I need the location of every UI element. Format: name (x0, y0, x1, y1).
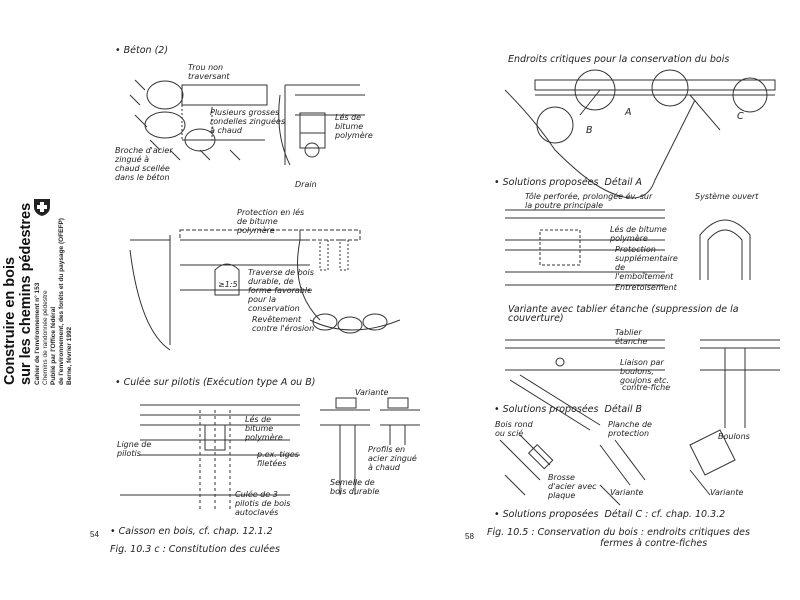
variante-tablier: Variante avec tablier étanche (suppressi… (508, 304, 739, 324)
label-variante-2: Variante (710, 488, 744, 497)
label-semelle: Semelle de bois durable (330, 478, 380, 496)
label-boulons: Boulons (718, 432, 750, 441)
marker-a: A (625, 107, 632, 118)
drawing-culee (129, 229, 401, 351)
section-pilotis: • Culée sur pilotis (Exécution type A ou… (115, 377, 316, 388)
label-variante: Variante (355, 388, 389, 397)
label-ligne-pilotis: Ligne de pilotis (117, 440, 152, 458)
section-detail-b: • Solutions proposées Détail B (494, 404, 643, 415)
label-systeme-ouvert: Système ouvert (695, 192, 759, 201)
drawing-critical-points (504, 69, 776, 199)
drawing-detail-tablier (505, 339, 780, 431)
page-number-left: 54 (90, 530, 99, 539)
label-protection-supp: Protection supplémentaire de l'emboîteme… (615, 245, 678, 281)
label-tiges: p.ex. tiges filetées (257, 450, 299, 468)
label-culee-3-pilotis: Culée de 3 pilotis de bois autoclavés (235, 490, 291, 517)
label-contre-fiche: contre-fiche (622, 383, 671, 392)
drawing-pilotis (120, 397, 420, 510)
label-drain: Drain (295, 180, 317, 189)
section-beton: • Béton (2) (115, 45, 169, 56)
caption-left: Fig. 10.3 c : Constitution des culées (110, 544, 280, 555)
marker-b: B (586, 125, 593, 136)
label-traverse: Traverse de bois durable, de forme favor… (248, 268, 314, 313)
section-detail-a: • Solutions proposées Détail A (494, 177, 643, 188)
label-trou: Trou non traversant (188, 63, 230, 81)
label-rondelles: Plusieurs grosses rondelles zinguées à c… (210, 108, 285, 135)
label-entretoisement: Entretoisement (615, 283, 677, 292)
label-tole: Tôle perforée, prolongée év. sur la pout… (525, 192, 653, 210)
caption-right-1: Fig. 10.5 : Conservation du bois : endro… (487, 527, 750, 538)
label-broche: Broche d'acier zingué à chaud scellée da… (115, 146, 173, 182)
label-liaison: Liaison par boulons, goujons etc. (620, 358, 669, 385)
label-revetement: Revêtement contre l'érosion (252, 315, 315, 333)
drawing-detail-b (499, 429, 736, 506)
label-protection: Protection en lés de bitume polymère (237, 208, 305, 235)
label-profils: Profils en acier zingué à chaud (368, 445, 417, 472)
label-planche: Planche de protection (608, 420, 652, 438)
label-bois-rond: Bois rond ou scié (495, 420, 533, 438)
drawing-beton (129, 79, 365, 166)
label-variante-1: Variante (610, 488, 644, 497)
drawing-detail-a (505, 209, 751, 286)
marker-c: C (737, 111, 744, 122)
label-tablier: Tablier étanche (615, 328, 648, 346)
title-critical: Endroits critiques pour la conservation … (508, 54, 730, 65)
caisson-note: • Caisson en bois, cf. chap. 12.1.2 (110, 526, 273, 537)
label-slope: ≥1:5 (218, 280, 238, 289)
caption-right-2: fermes à contre-fiches (600, 538, 708, 549)
page-number-right: 58 (465, 532, 474, 541)
label-bitume-a: Lés de bitume polymère (610, 225, 667, 243)
label-bitume-2: Lés de bitume polymère (245, 415, 283, 442)
label-bitume: Lés de bitume polymère (335, 113, 373, 140)
label-brosse: Brosse d'acier avec plaque (548, 473, 597, 500)
swiss-shield-icon (34, 199, 50, 216)
section-detail-c: • Solutions proposées Détail C : cf. cha… (494, 509, 726, 520)
